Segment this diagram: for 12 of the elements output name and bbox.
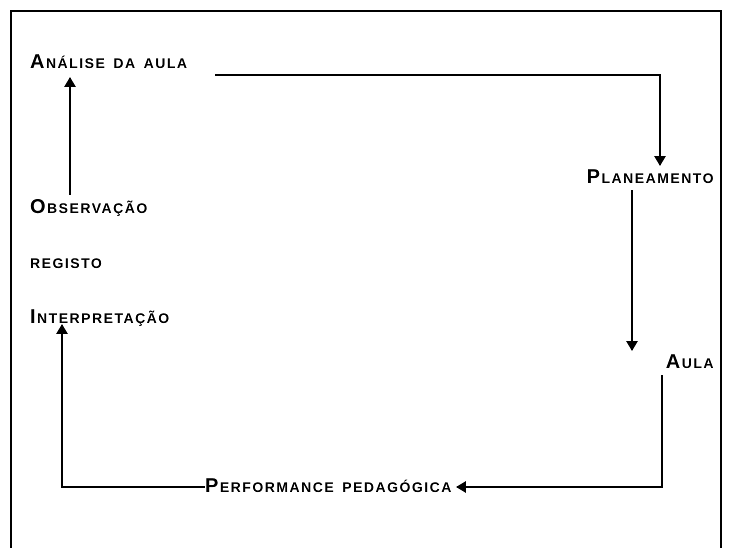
step-label: Observação [30,195,149,219]
step-label: registo [30,250,104,274]
step-label: Análise da aula [30,50,188,74]
step-label: Planeamento [586,165,715,189]
step-label: Aula [666,350,715,374]
step-label: Interpretação [30,305,171,329]
arrow [456,375,663,493]
arrow [56,324,205,488]
arrow [626,190,638,351]
step-label: Performance pedagógica [205,474,453,498]
arrow [215,74,666,166]
arrow [64,77,76,195]
